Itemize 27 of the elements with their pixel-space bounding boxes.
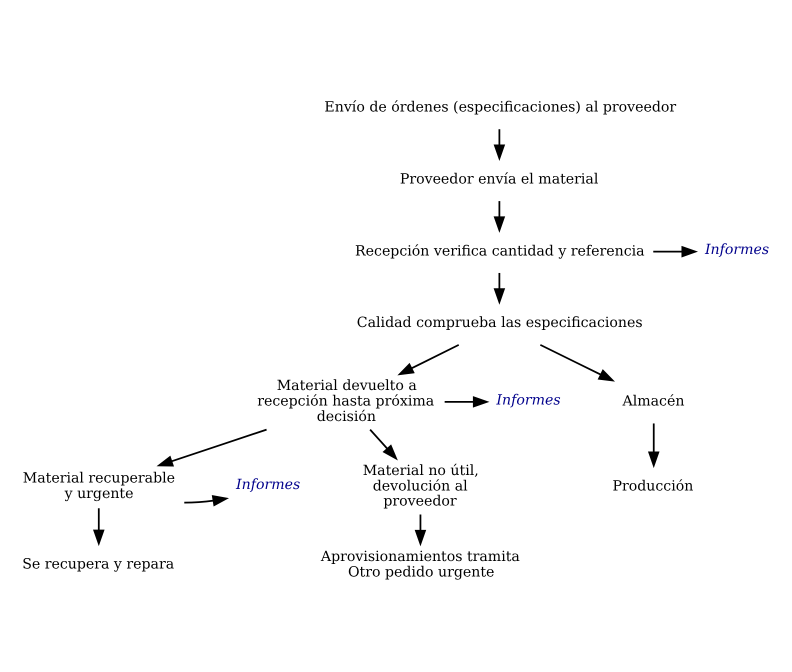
arrow (494, 272, 506, 304)
arrow (414, 514, 426, 546)
arrow (397, 344, 460, 375)
node-text: Calidad comprueba las especificaciones (356, 314, 643, 331)
node-text: Material recuperable y urgente (22, 470, 176, 502)
arrow (156, 428, 267, 466)
arrow (369, 428, 398, 460)
node-text: Recepción verifica cantidad y referencia (355, 242, 645, 259)
node-text: Material no útil, devolución al proveedor (362, 462, 479, 510)
node-text: Material devuelto a recepción hasta próxima decisión (257, 378, 434, 424)
arrow (653, 245, 698, 257)
arrow (444, 396, 490, 408)
node-text: Envío de órdenes (especificaciones) al proveedor (324, 99, 676, 116)
node-text: Informes (236, 476, 300, 493)
node-text: Aprovisionamientos tramita Otro pedido urgente (320, 548, 520, 580)
node-text: Proveedor envía el material (400, 170, 598, 187)
node-text: Informes (496, 392, 561, 408)
arrow (494, 128, 506, 160)
arrow (93, 508, 105, 546)
node-text: Almacén (622, 393, 684, 410)
node-text: Informes (704, 242, 770, 258)
node-text: Producción (612, 478, 694, 494)
arrow (184, 494, 229, 506)
arrow (494, 200, 506, 232)
arrow (648, 422, 660, 468)
node-text: Se recupera y repara (22, 556, 174, 572)
arrow (540, 344, 615, 382)
